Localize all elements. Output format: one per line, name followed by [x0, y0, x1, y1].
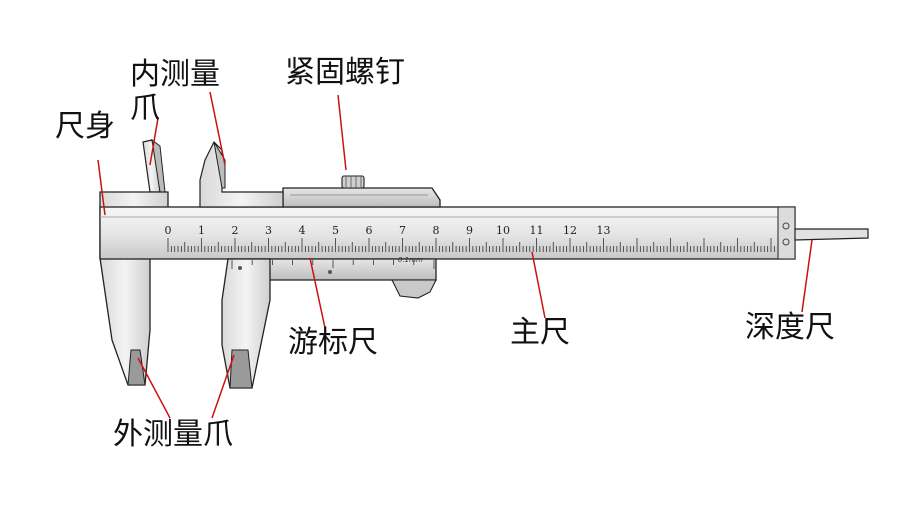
main-scale-number: 1 [198, 224, 205, 237]
main-scale-ticks [167, 238, 775, 252]
label-depth-rod: 深度尺 [745, 310, 835, 345]
leader-outer-jaw-right [211, 354, 235, 419]
leader-lock-screw [337, 94, 347, 171]
label-main-scale: 主尺 [510, 315, 570, 350]
main-scale-number: 6 [366, 224, 373, 237]
main-scale-number: 12 [563, 224, 577, 237]
main-scale-number: 5 [332, 224, 339, 237]
leader-vernier [309, 257, 326, 329]
label-ruler-body: 尺身 [55, 109, 115, 144]
label-inner-jaw: 内测量爪 [130, 57, 220, 126]
label-vernier: 游标尺 [288, 325, 378, 360]
slider-rivet [238, 266, 242, 270]
main-scale-number: 8 [433, 224, 440, 237]
main-scale-number: 13 [597, 224, 611, 237]
label-lock-screw: 紧固螺钉 [285, 55, 405, 90]
main-scale-number: 11 [530, 224, 544, 237]
label-outer-jaw: 外测量爪 [113, 417, 233, 452]
main-beam [99, 206, 796, 260]
vernier-scale-ticks [231, 260, 435, 269]
main-scale-number: 7 [399, 224, 406, 237]
leader-depth-rod [801, 239, 813, 313]
slider-rivet [328, 270, 332, 274]
main-scale-number: 9 [466, 224, 473, 237]
main-scale-number: 4 [299, 224, 306, 237]
fixed-jaw-body [99, 138, 169, 386]
main-scale-number: 0 [165, 224, 172, 237]
main-scale-number: 10 [496, 224, 510, 237]
main-scale-number: 2 [232, 224, 239, 237]
main-scale-number: 3 [265, 224, 272, 237]
leader-inner-jaw-right [209, 91, 226, 166]
lock-screw[interactable] [341, 175, 365, 189]
leader-inner-jaw-left [149, 117, 159, 166]
leader-lines [97, 91, 813, 419]
vernier-unit-text: 0.1mm [398, 256, 423, 264]
leader-main-scale [531, 251, 546, 319]
leader-ruler-body [97, 159, 106, 216]
depth-rod [794, 228, 869, 241]
leader-outer-jaw-left [137, 357, 171, 419]
